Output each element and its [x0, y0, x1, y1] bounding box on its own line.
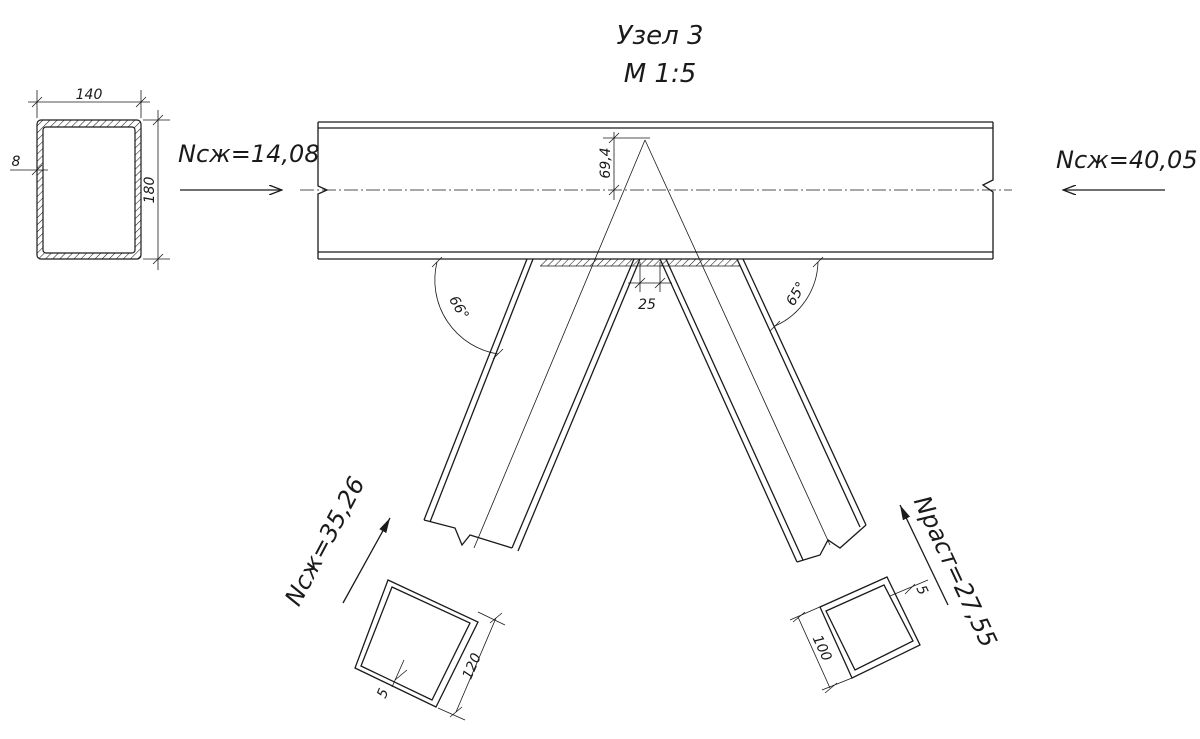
angle-right: 65° — [769, 256, 824, 332]
brace-left-wall-label: 5 — [374, 686, 392, 701]
force-chord-left: Nсж=14,08 — [178, 140, 320, 190]
force-brace-left-label: Nсж=35,26 — [279, 472, 370, 610]
chord-section: 140 180 8 — [10, 87, 170, 270]
brace-right-size-label: 100 — [809, 633, 835, 664]
force-chord-right-label: Nсж=40,05 — [1056, 146, 1198, 174]
chord-height-label: 180 — [142, 177, 158, 204]
chord-width-label: 140 — [76, 87, 103, 103]
angle-left: 66° — [431, 256, 504, 360]
right-brace — [644, 139, 867, 563]
force-brace-left: Nсж=35,26 — [279, 472, 391, 610]
force-chord-right: Nсж=40,05 — [1056, 146, 1198, 190]
brace-left-size-label: 120 — [460, 651, 485, 682]
brace-right-section: 100 5 — [789, 576, 931, 694]
angle-right-label: 65° — [783, 279, 809, 309]
gap-label: 25 — [638, 297, 656, 313]
gap-dimension: 25 — [628, 262, 672, 313]
eccentricity-label: 69,4 — [598, 147, 614, 178]
force-chord-left-label: Nсж=14,08 — [178, 140, 320, 168]
chord-member — [300, 121, 1012, 260]
left-brace — [423, 139, 646, 552]
angle-left-label: 66° — [445, 293, 471, 323]
eccentricity-dimension: 69,4 — [598, 132, 650, 200]
title: Узел 3 — [616, 21, 703, 51]
brace-left-section: 120 5 — [354, 579, 506, 721]
force-brace-right: Nраст=27,55 — [899, 491, 1003, 652]
scale: М 1:5 — [624, 59, 697, 89]
force-brace-right-label: Nраст=27,55 — [908, 491, 1003, 651]
chord-wall-label: 8 — [12, 154, 21, 170]
